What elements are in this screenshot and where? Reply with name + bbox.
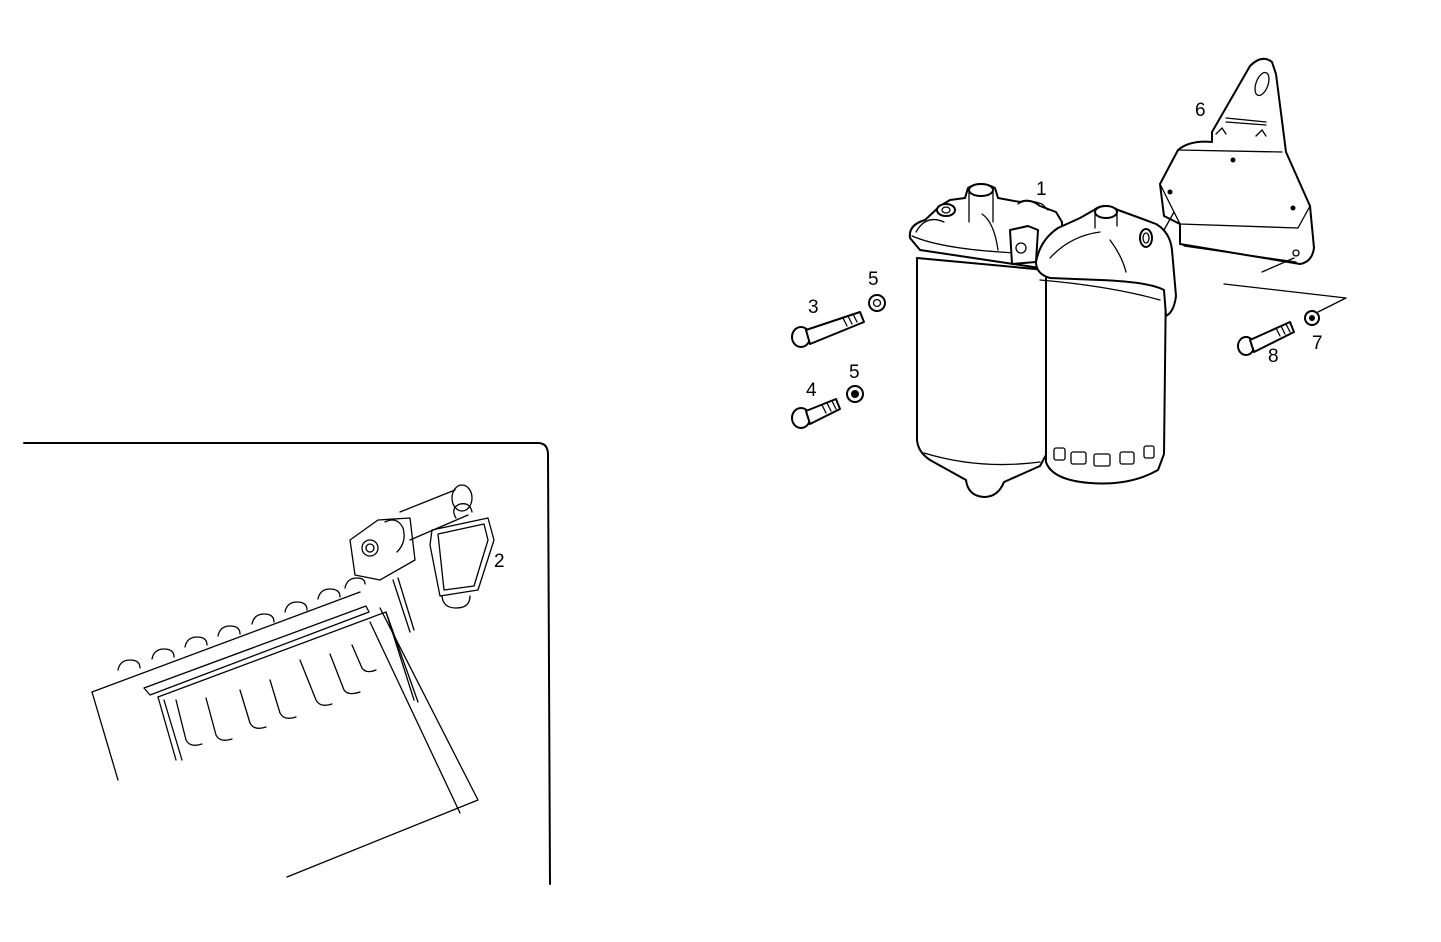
bolt-short-icon (791, 398, 841, 429)
callout-3: 3 (808, 297, 819, 318)
callout-2: 2 (494, 551, 505, 572)
engine-inset-view (23, 442, 551, 885)
washer-upper-icon (868, 294, 886, 312)
bolt-bracket-icon (1237, 321, 1295, 356)
washer-bracket-icon (1304, 310, 1320, 326)
bolt-long-icon (791, 311, 865, 348)
callout-6: 6 (1195, 100, 1206, 121)
callout-5-lower: 5 (849, 362, 860, 383)
callout-1: 1 (1036, 179, 1047, 200)
twin-filter-assembly-icon (908, 183, 1177, 498)
inset-frame (23, 442, 551, 885)
installed-fuel-filter-icon (349, 484, 495, 609)
mounting-bracket-icon (1159, 57, 1347, 313)
engine-block-icon (91, 577, 479, 878)
callout-4: 4 (806, 380, 817, 401)
callout-7: 7 (1312, 333, 1323, 354)
callout-5-upper: 5 (868, 269, 879, 290)
washer-lower-icon (846, 385, 864, 403)
callout-8: 8 (1268, 346, 1279, 367)
